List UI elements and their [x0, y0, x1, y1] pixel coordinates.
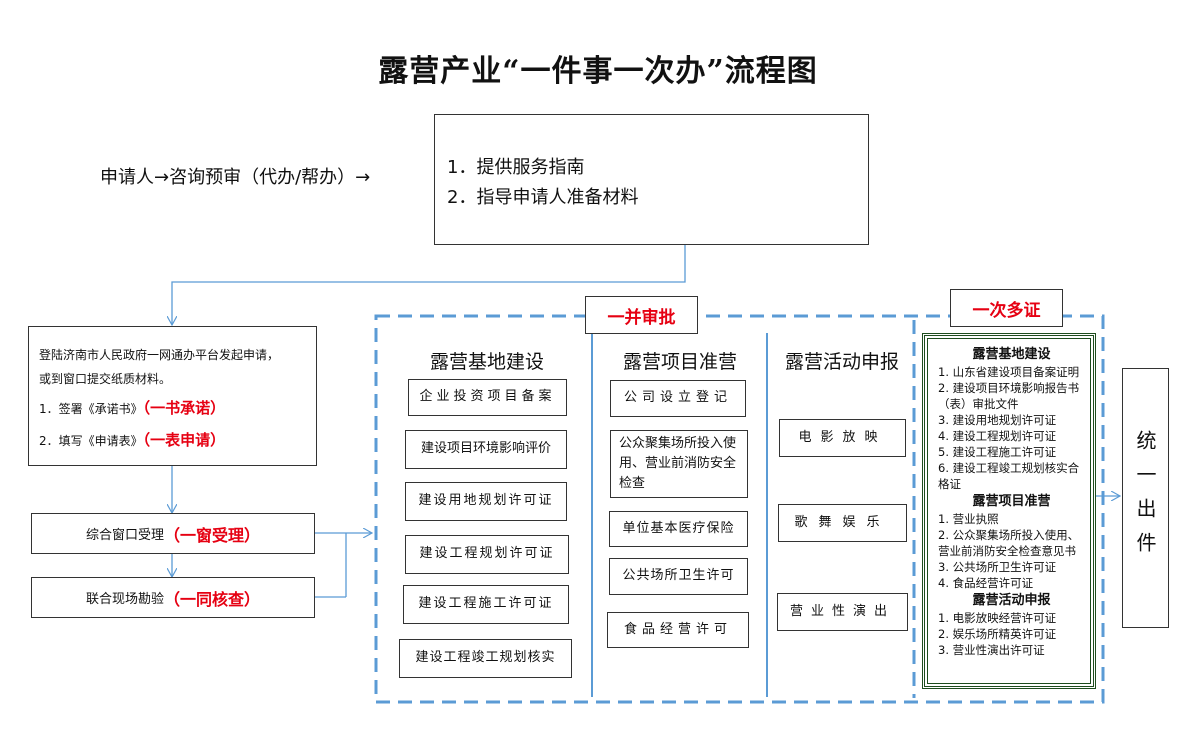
certs-box: 露营基地建设 1. 山东省建设项目备案证明 2. 建设项目环境影响报告书（表）审…	[922, 333, 1096, 689]
output-box: 统一出件	[1122, 368, 1169, 628]
apply-item-form: 2．填写《申请表》（一表申请）	[39, 431, 226, 449]
activity-item: 营业性演出	[777, 593, 908, 631]
column-heading-project: 露营项目准营	[622, 351, 737, 373]
base-item: 建设工程施工许可证	[403, 585, 569, 624]
cert-item: 2. 公众聚集场所投入使用、营业前消防安全检查意见书	[938, 528, 1080, 558]
apply-line: 登陆济南市人民政府一网通办平台发起申请，	[39, 348, 280, 362]
cert-item: 3. 公共场所卫生许可证	[938, 560, 1057, 574]
apply-box: 登陆济南市人民政府一网通办平台发起申请， 或到窗口提交纸质材料。 1．签署《承诺…	[28, 326, 317, 466]
base-item: 企业投资项目备案	[408, 379, 567, 416]
promise-tag: （一书承诺）	[142, 399, 226, 417]
base-item: 建设工程规划许可证	[405, 535, 569, 574]
guide-box: 1．提供服务指南 2．指导申请人准备材料	[434, 114, 869, 245]
project-item: 公司设立登记	[610, 380, 746, 417]
guide-item: 1．提供服务指南	[447, 157, 585, 178]
activity-item: 歌舞娱乐	[778, 504, 907, 542]
survey-tag: （一同核查）	[164, 589, 261, 609]
cert-item: 2. 建设项目环境影响报告书（表）审批文件	[938, 381, 1080, 411]
cert-item: 3. 营业性演出许可证	[938, 643, 1045, 657]
certs-heading-base: 露营基地建设	[972, 347, 1051, 362]
cert-item: 6. 建设工程竣工规划核实合格证	[938, 461, 1080, 491]
form-tag: （一表申请）	[142, 431, 226, 449]
project-item: 公共场所卫生许可	[609, 558, 748, 595]
column-heading-activity: 露营活动申报	[784, 351, 899, 373]
applicant-line: 申请人→咨询预审（代办/帮办）→	[100, 167, 371, 188]
certs-heading-activity: 露营活动申报	[972, 593, 1051, 608]
cert-item: 4. 食品经营许可证	[938, 576, 1034, 590]
page-title: 露营产业“一件事一次办”流程图	[378, 54, 818, 89]
cert-item: 4. 建设工程规划许可证	[938, 429, 1057, 443]
apply-item-promise: 1．签署《承诺书》（一书承诺）	[39, 399, 226, 417]
project-item: 单位基本医疗保险	[609, 511, 748, 547]
base-item: 建设工程竣工规划核实	[399, 639, 572, 678]
cert-item: 3. 建设用地规划许可证	[938, 413, 1057, 427]
certs-heading-project: 露营项目准营	[972, 494, 1051, 509]
cert-item: 5. 建设工程施工许可证	[938, 445, 1057, 459]
apply-line: 或到窗口提交纸质材料。	[39, 372, 172, 386]
project-item: 公众聚集场所投入使用、营业前消防安全检查	[610, 430, 748, 498]
cert-item: 2. 娱乐场所精英许可证	[938, 627, 1057, 641]
column-heading-base: 露营基地建设	[429, 351, 544, 373]
cert-item: 1. 山东省建设项目备案证明	[938, 365, 1080, 379]
base-item: 建设项目环境影响评价	[405, 430, 567, 469]
cert-item: 1. 营业执照	[938, 512, 999, 526]
window-box: 综合窗口受理（一窗受理）	[31, 513, 315, 554]
project-item: 食品经营许可	[607, 612, 749, 648]
guide-item: 2．指导申请人准备材料	[447, 187, 639, 208]
window-tag: （一窗受理）	[164, 525, 261, 545]
approval-tag: 一并审批	[585, 296, 698, 334]
activity-item: 电影放映	[779, 419, 906, 457]
base-item: 建设用地规划许可证	[405, 482, 567, 521]
cert-item: 1. 电影放映经营许可证	[938, 611, 1057, 625]
certs-tag: 一次多证	[950, 289, 1063, 327]
survey-box: 联合现场勘验（一同核查）	[31, 577, 315, 618]
output-label: 统一出件	[1133, 430, 1157, 566]
